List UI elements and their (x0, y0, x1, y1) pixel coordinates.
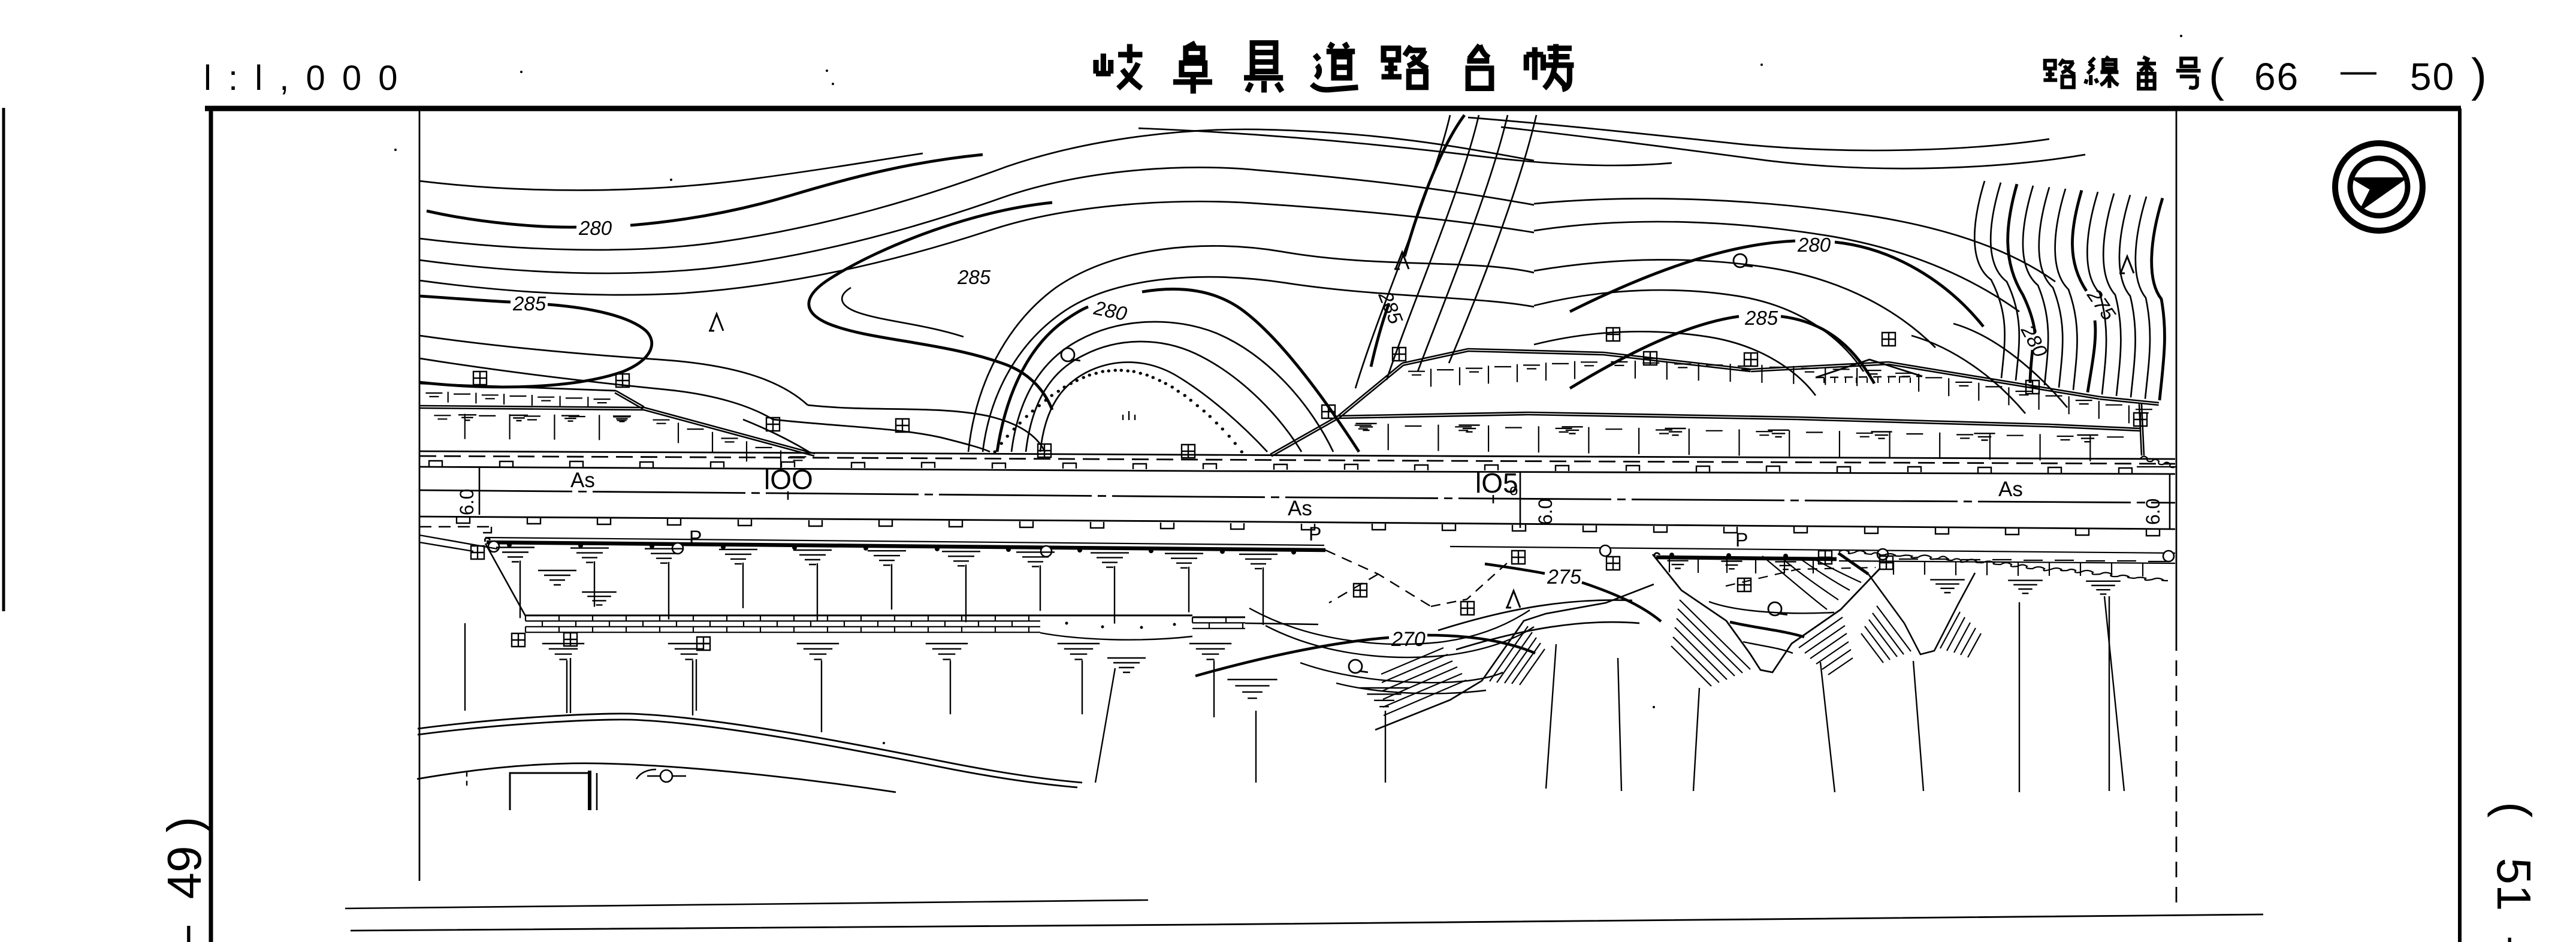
svg-text:— 49 ): — 49 ) (158, 817, 211, 942)
svg-text:6.0: 6.0 (456, 489, 478, 515)
svg-text:As: As (1288, 497, 1312, 520)
svg-text:280: 280 (578, 217, 612, 239)
svg-text:275: 275 (1547, 566, 1581, 588)
svg-text:l : l , 0 0 0: l : l , 0 0 0 (204, 59, 401, 98)
svg-text:—: — (2341, 50, 2376, 90)
svg-text:( 51 —: ( 51 — (2487, 802, 2541, 942)
svg-text:285: 285 (512, 292, 546, 315)
svg-text:270: 270 (1391, 628, 1426, 651)
svg-text:lOO: lOO (764, 464, 813, 495)
svg-text:50: 50 (2410, 55, 2455, 98)
svg-text:(: ( (2209, 49, 2224, 101)
svg-text:66: 66 (2254, 55, 2299, 98)
svg-text:P: P (1309, 523, 1321, 545)
svg-text:6.0: 6.0 (2142, 499, 2164, 525)
svg-text:o: o (1509, 481, 1518, 499)
svg-text:P: P (1735, 529, 1748, 551)
svg-text:): ) (2471, 49, 2487, 101)
svg-text:280: 280 (1797, 234, 1831, 256)
svg-text:285: 285 (1744, 307, 1778, 329)
svg-text:As: As (1998, 478, 2023, 501)
svg-text:285: 285 (957, 266, 991, 288)
svg-text:lO5: lO5 (1475, 467, 1518, 499)
svg-text:As: As (570, 469, 595, 492)
svg-text:6.0: 6.0 (1535, 499, 1556, 525)
